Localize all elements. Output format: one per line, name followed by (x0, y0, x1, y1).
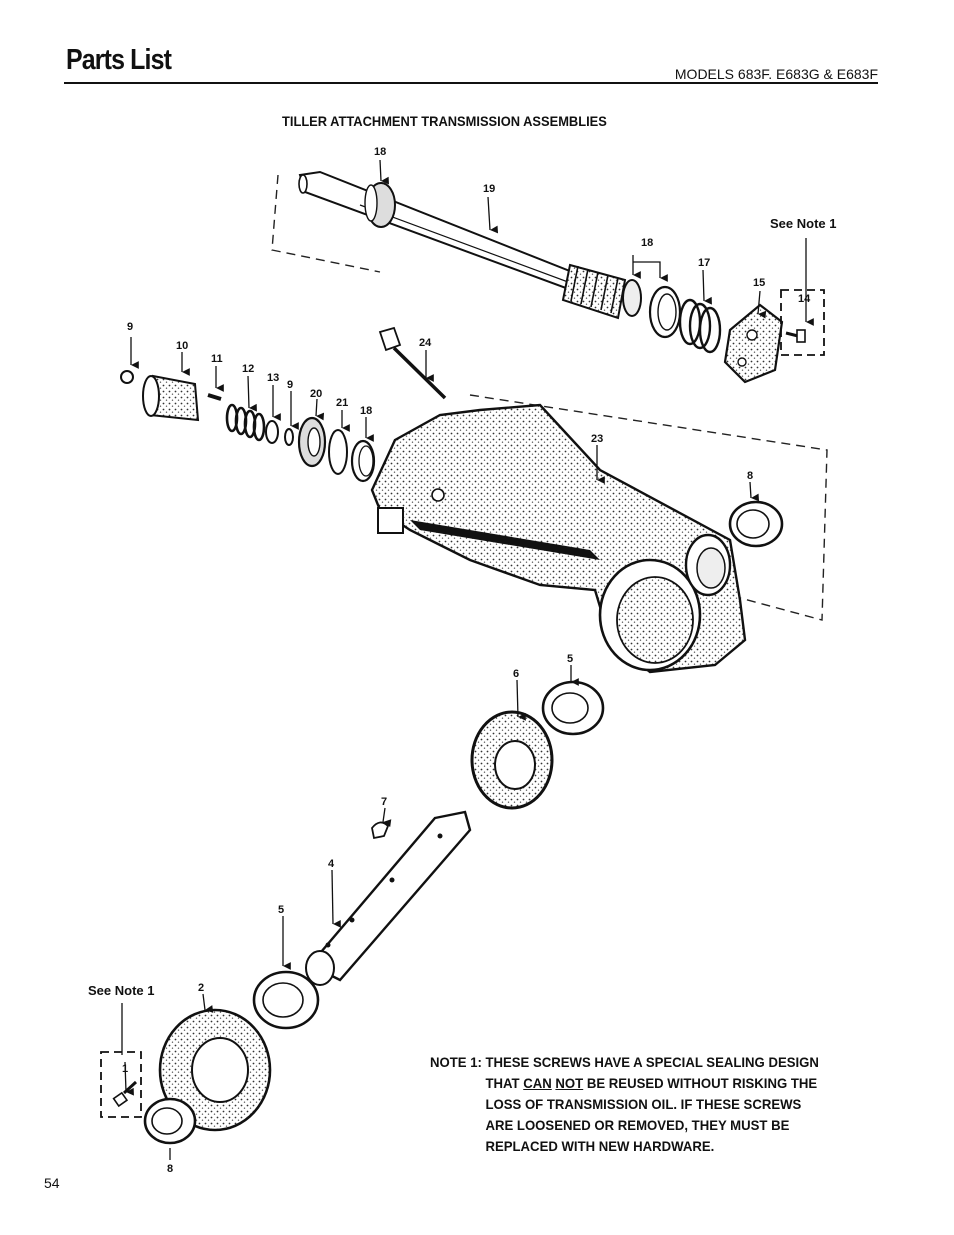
screw-part-1 (112, 1080, 138, 1108)
worm-gear (561, 263, 642, 320)
page-title: Parts List (66, 44, 172, 76)
upper-dashed-boundary (271, 174, 828, 621)
bearing-part-5-lower (252, 970, 320, 1030)
transmission-housing-part-23 (370, 403, 747, 674)
axle-shaft-part-4 (305, 810, 472, 986)
callout-5-upper: 5 (567, 653, 573, 665)
see-note-label-top: See Note 1 (770, 216, 836, 231)
callout-7: 7 (381, 796, 387, 808)
note-lead: NOTE 1: (430, 1054, 482, 1070)
pin-part-11 (207, 393, 222, 401)
note-emphasis-not: NOT (555, 1075, 584, 1091)
callout-23: 23 (591, 433, 603, 445)
callout-19: 19 (483, 183, 495, 195)
models-label: MODELS 683F. E683G & E683F (674, 66, 878, 82)
header-rule (64, 82, 878, 84)
page-number: 54 (44, 1175, 60, 1191)
retaining-ring-part-9-b (284, 428, 294, 446)
callout-11: 11 (211, 353, 223, 365)
seal-part-8-lower (143, 1097, 197, 1145)
bearing-cup-part-18 (350, 439, 376, 483)
callout-5-lower: 5 (278, 904, 284, 916)
section-title: TILLER ATTACHMENT TRANSMISSION ASSEMBLIE… (282, 113, 607, 129)
callout-1: 1 (122, 1063, 128, 1075)
retaining-ring-part-21 (328, 429, 348, 475)
retaining-ring-part-9 (120, 370, 134, 384)
callout-9-right: 9 (287, 379, 293, 391)
note-line-4: ARE LOOSENED OR REMOVED, THEY MUST BE (485, 1117, 790, 1133)
dipstick-part-24 (378, 326, 447, 400)
seal-part-8-top (728, 500, 784, 548)
see-note-label-bottom: See Note 1 (88, 983, 154, 998)
callout-2: 2 (198, 982, 204, 994)
callout-10: 10 (176, 340, 188, 352)
callout-17: 17 (698, 257, 710, 269)
callout-14: 14 (798, 293, 811, 305)
spring-part-17 (678, 298, 722, 354)
washer-part-13 (265, 420, 279, 444)
bearing-part-20 (297, 416, 327, 468)
spring-part-12 (225, 403, 266, 442)
note-line-2-post: BE REUSED WITHOUT RISKING THE (583, 1075, 818, 1091)
note-body: THESE SCREWS HAVE A SPECIAL SEALING DESI… (485, 1052, 842, 1157)
bearing-cup (648, 285, 682, 339)
screw-note-box-bottom (100, 1051, 142, 1118)
callout-18-worm: 18 (641, 237, 653, 249)
callout-18-top: 18 (374, 146, 386, 158)
callout-24: 24 (419, 337, 432, 349)
gear-part-6 (470, 710, 554, 810)
callout-12: 12 (242, 363, 254, 375)
callout-9-left: 9 (127, 321, 133, 333)
flange-cover-part-2 (158, 1008, 272, 1132)
callout-21: 21 (336, 397, 348, 409)
callout-8-bottom: 8 (167, 1163, 173, 1175)
callout-8-top: 8 (747, 470, 753, 482)
cover-plate-part-15 (723, 303, 784, 384)
shaft-part-19 (298, 170, 602, 300)
leader-lines (121, 159, 814, 1160)
screw-note-box-top (780, 289, 825, 356)
callout-18-left: 18 (360, 405, 372, 417)
screw-part-14 (785, 329, 806, 343)
bearing-part-5-upper (541, 680, 605, 736)
callout-15: 15 (753, 277, 765, 289)
callout-20: 20 (310, 388, 322, 400)
note-line-1: THESE SCREWS HAVE A SPECIAL SEALING DESI… (485, 1054, 819, 1070)
note-line-2: THAT CAN NOT BE REUSED WITHOUT RISKING T… (485, 1073, 842, 1094)
note-line-2-pre: THAT (485, 1075, 524, 1091)
bearing-part-18-top (364, 182, 396, 228)
note-line-5: REPLACED WITH NEW HARDWARE. (485, 1138, 715, 1154)
callout-6: 6 (513, 668, 519, 680)
note-line-3: LOSS OF TRANSMISSION OIL. IF THESE SCREW… (485, 1096, 802, 1112)
collar-part-10 (142, 374, 200, 422)
key-part-7 (371, 821, 390, 840)
callout-13: 13 (267, 372, 279, 384)
note-emphasis-can: CAN (523, 1075, 552, 1091)
callout-4: 4 (328, 858, 335, 870)
